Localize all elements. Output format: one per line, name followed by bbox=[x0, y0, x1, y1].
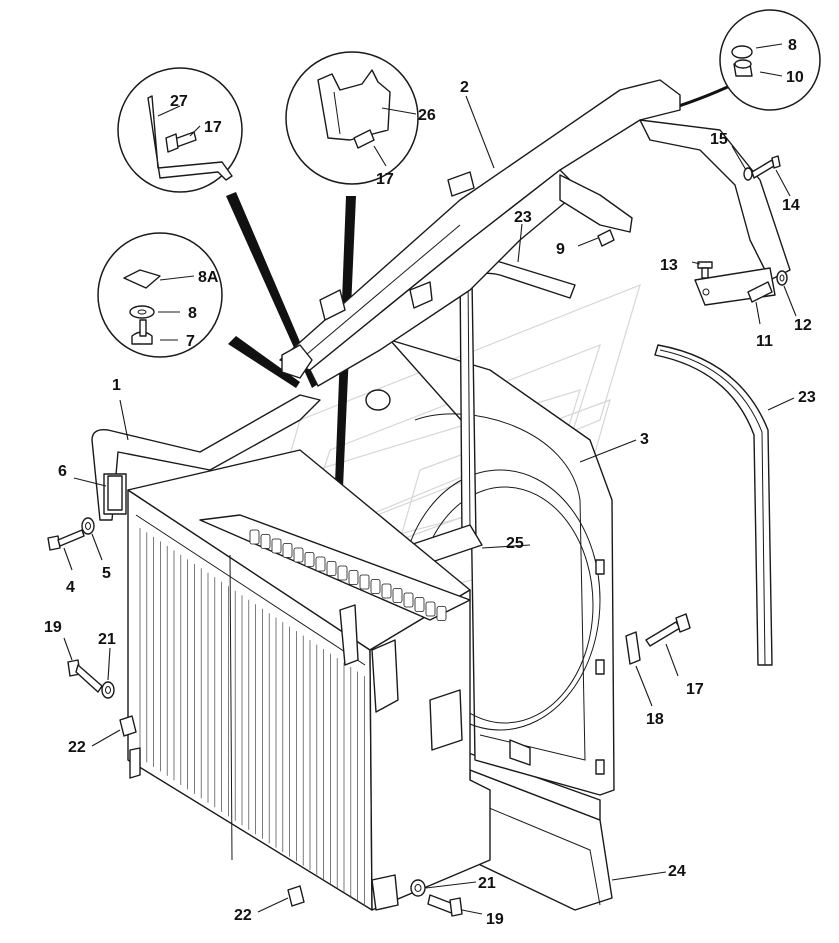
callout-1: 1 bbox=[112, 377, 121, 394]
washer-21-upper bbox=[101, 681, 115, 699]
callout-8-bubble: 8 bbox=[188, 305, 197, 322]
detail-bubble-26 bbox=[285, 51, 419, 185]
seal-strip-right bbox=[654, 344, 773, 666]
radiator-tube bbox=[381, 583, 392, 599]
callout-12: 12 bbox=[794, 317, 812, 334]
radiator-tube bbox=[260, 534, 271, 549]
detail-bubble-8A bbox=[97, 232, 223, 358]
nut-22-upper bbox=[119, 715, 137, 737]
callout-3: 3 bbox=[640, 431, 649, 448]
callout-17-right: 17 bbox=[686, 681, 704, 698]
bolt-19-lower bbox=[427, 894, 463, 917]
callout-14: 14 bbox=[782, 197, 800, 214]
callout-22-lower: 22 bbox=[234, 907, 252, 924]
callout-15: 15 bbox=[710, 131, 728, 148]
radiator-tube bbox=[282, 543, 293, 558]
bolt-14 bbox=[751, 155, 781, 179]
radiator-tube bbox=[414, 597, 425, 612]
upper-cross-member bbox=[279, 79, 791, 411]
radiator-tube bbox=[436, 606, 447, 621]
radiator-core bbox=[127, 449, 491, 911]
washer-5 bbox=[81, 517, 95, 535]
callout-26: 26 bbox=[418, 107, 436, 124]
callout-9: 9 bbox=[556, 241, 565, 258]
callout-19-upper: 19 bbox=[44, 619, 62, 636]
radiator-tube bbox=[271, 538, 282, 554]
leader-lines bbox=[63, 43, 797, 915]
bolt-13 bbox=[697, 261, 713, 279]
radiator-tube bbox=[315, 556, 326, 572]
callout-10: 10 bbox=[786, 69, 804, 86]
callout-22-upper: 22 bbox=[68, 739, 86, 756]
callout-17-bubble-27: 17 bbox=[204, 119, 222, 136]
callout-18: 18 bbox=[646, 711, 664, 728]
clip-18 bbox=[625, 631, 641, 665]
radiator-tube bbox=[359, 574, 370, 590]
bolt-19-upper bbox=[67, 659, 103, 693]
callout-17-bubble-26: 17 bbox=[376, 171, 394, 188]
callout-21-lower: 21 bbox=[478, 875, 496, 892]
radiator-tube bbox=[425, 601, 436, 617]
callout-2: 2 bbox=[460, 79, 469, 96]
radiator-tube bbox=[326, 561, 337, 576]
callout-7: 7 bbox=[186, 333, 195, 350]
callout-13: 13 bbox=[660, 257, 678, 274]
radiator-tube bbox=[403, 592, 414, 608]
callout-6: 6 bbox=[58, 463, 67, 480]
radiator-fins bbox=[139, 527, 365, 907]
callout-21-upper: 21 bbox=[98, 631, 116, 648]
callout-4: 4 bbox=[66, 579, 75, 596]
spacer-11 bbox=[747, 281, 773, 303]
callout-5: 5 bbox=[102, 565, 111, 582]
bolt-4 bbox=[47, 529, 85, 551]
callout-labels: 1 2 3 4 5 6 7 8 8A 8 10 9 13 11 12 15 14… bbox=[44, 37, 816, 928]
detail-bubble-27 bbox=[117, 67, 243, 193]
bracket-6 bbox=[107, 475, 123, 511]
bolt-17-right bbox=[645, 613, 691, 647]
radiator-top-tubes bbox=[249, 529, 447, 621]
callout-27: 27 bbox=[170, 93, 188, 110]
radiator-tube bbox=[249, 529, 260, 545]
nut-22-lower bbox=[287, 885, 305, 907]
radiator-tube bbox=[293, 547, 304, 563]
callout-23-right: 23 bbox=[798, 389, 816, 406]
washer-12 bbox=[776, 270, 788, 286]
detail-bubble-10 bbox=[719, 9, 821, 111]
bolt-9 bbox=[597, 229, 615, 247]
radiator-tube bbox=[370, 579, 381, 594]
callout-11: 11 bbox=[756, 333, 773, 350]
callout-23-upper: 23 bbox=[514, 209, 532, 226]
washer-15 bbox=[743, 167, 753, 181]
callout-24: 24 bbox=[668, 863, 686, 880]
radiator-tube bbox=[392, 588, 403, 603]
callout-8A: 8A bbox=[198, 269, 219, 286]
radiator-tube bbox=[304, 552, 315, 567]
washer-21-lower bbox=[410, 879, 426, 897]
callout-19-lower: 19 bbox=[486, 911, 504, 928]
callout-8-top: 8 bbox=[788, 37, 797, 54]
callout-25: 25 bbox=[506, 535, 524, 552]
radiator-tube bbox=[348, 570, 359, 585]
radiator-tube bbox=[337, 565, 348, 581]
